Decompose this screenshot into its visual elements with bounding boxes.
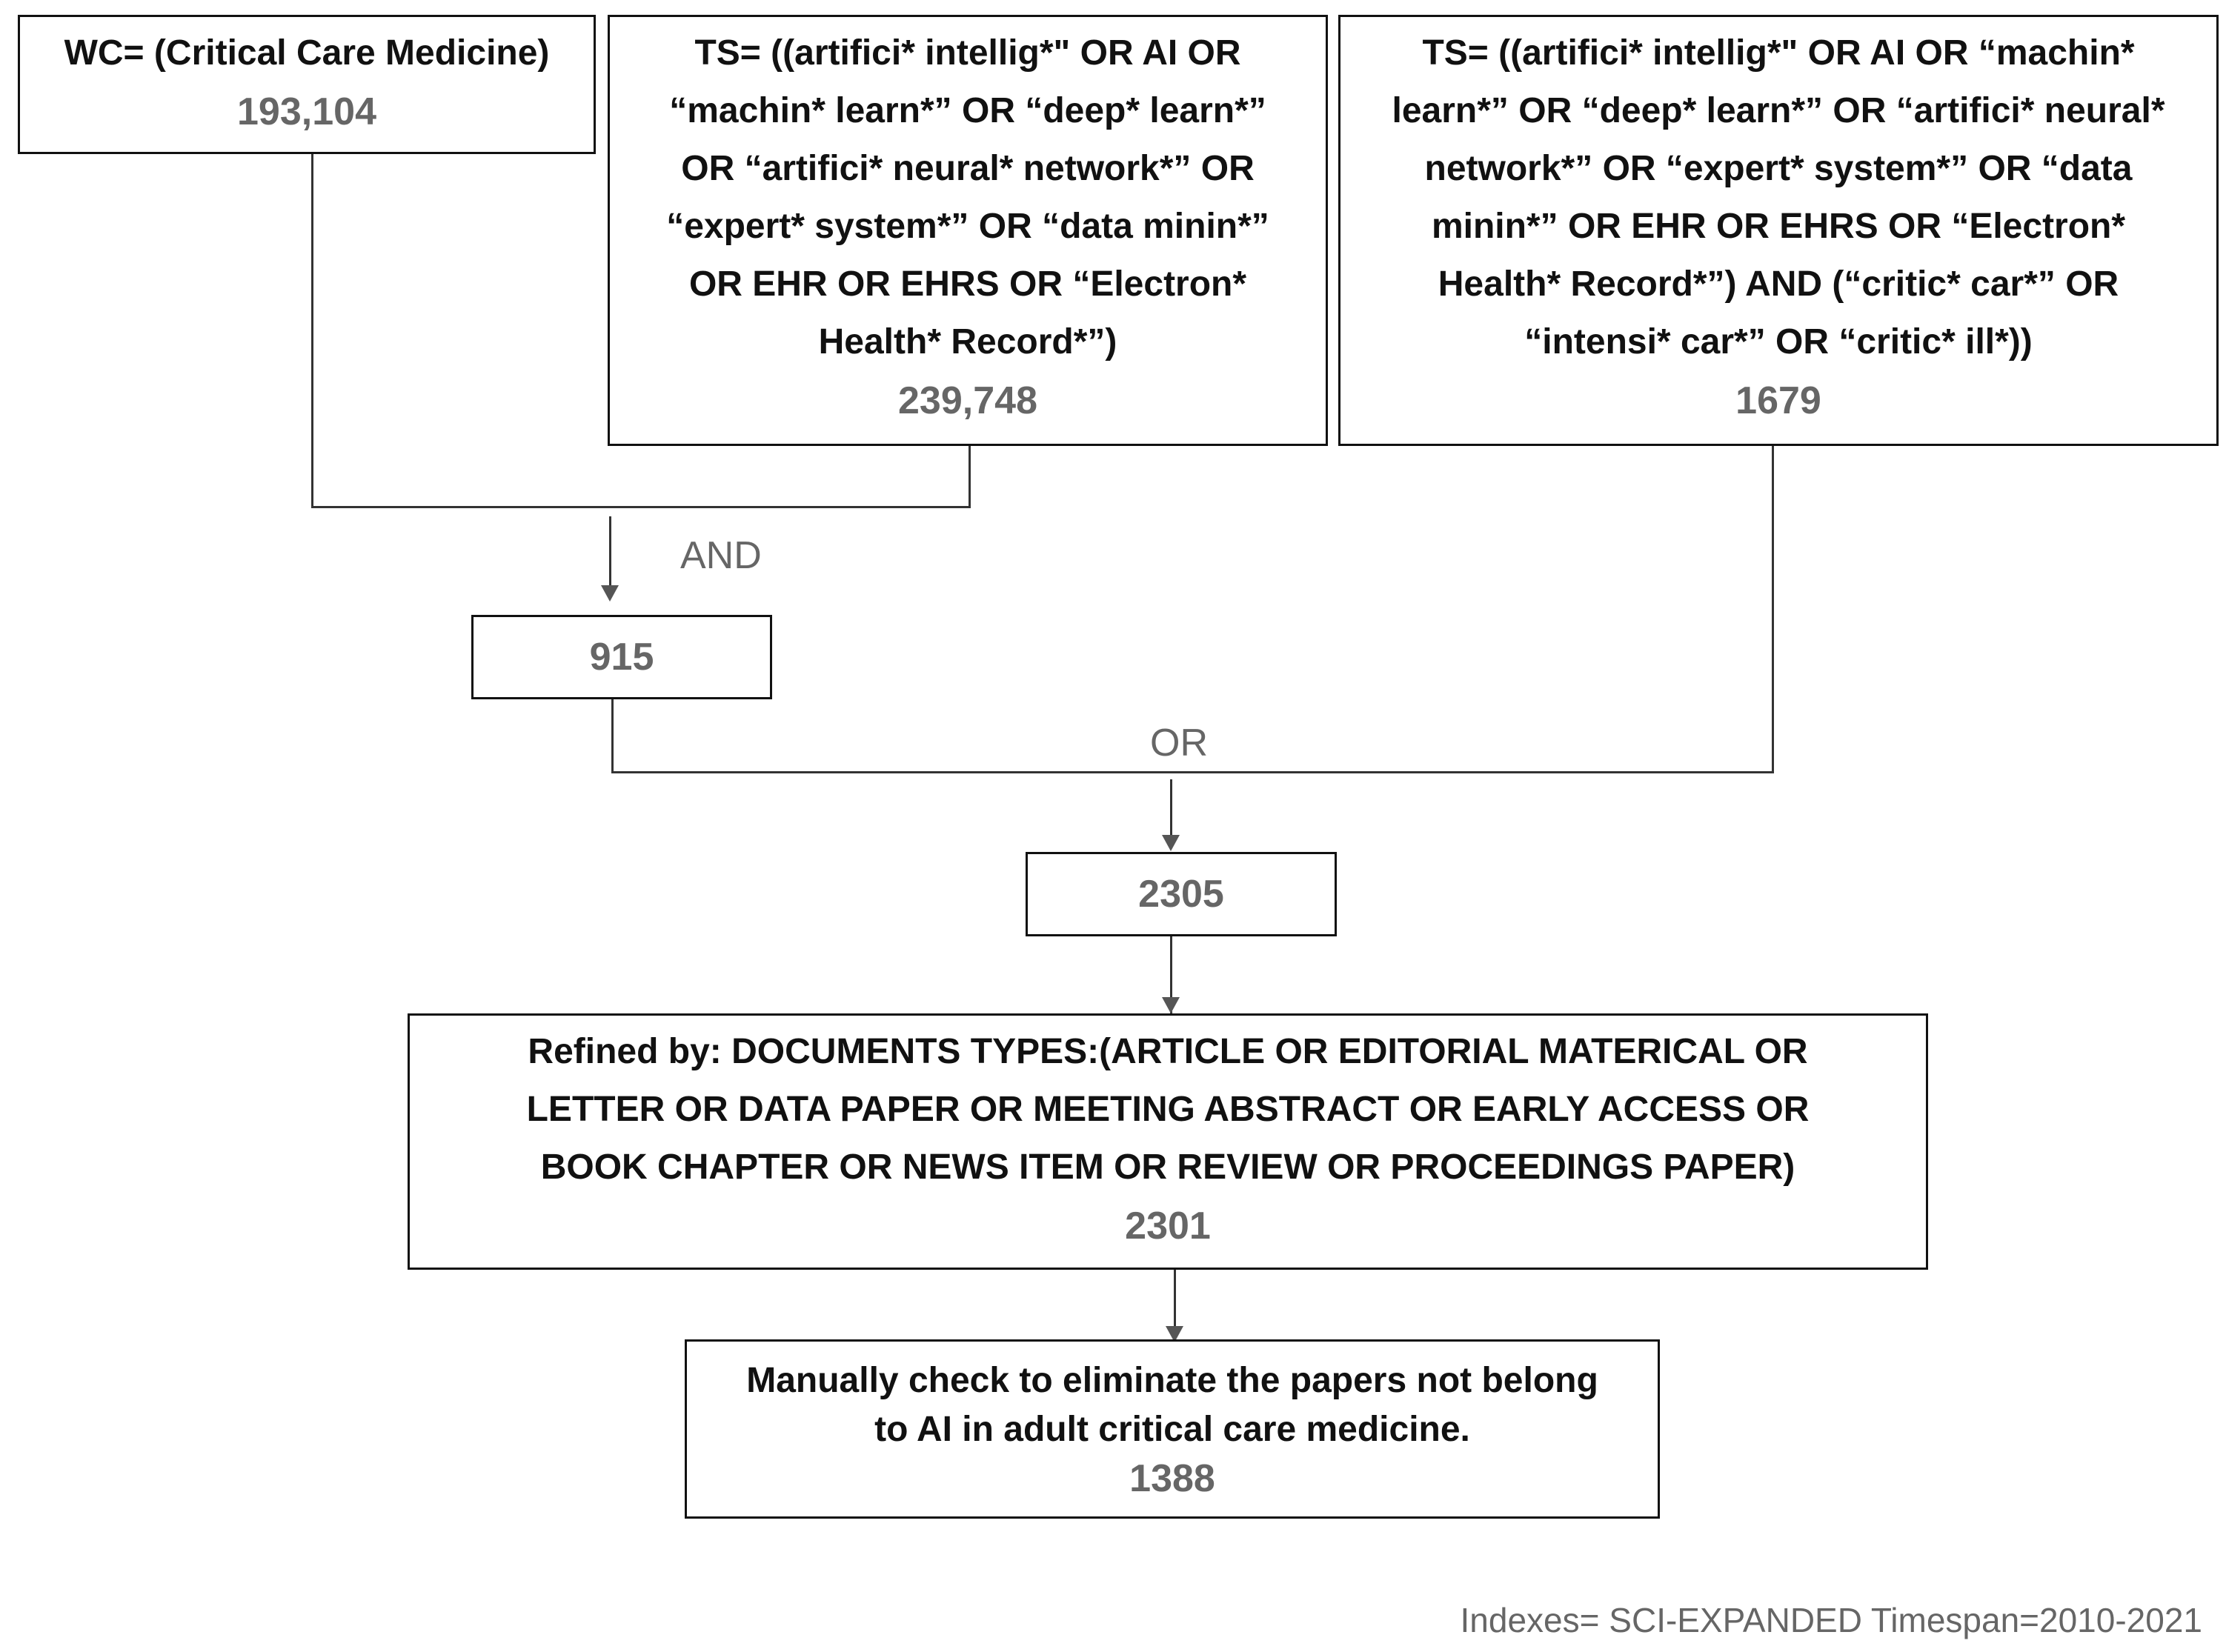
- or-result-count: 2305: [1138, 873, 1224, 916]
- or-arrow-head: [1162, 835, 1180, 851]
- manual-arrow-head: [1166, 1326, 1183, 1342]
- ts-query-line-2: “machin* learn*” OR “deep* learn*”: [669, 91, 1266, 130]
- manual-check-line-2: to AI in adult critical care medicine.: [874, 1410, 1470, 1449]
- ts-critical-query-line-3: network*” OR “expert* system*” OR “data: [1424, 149, 2133, 188]
- ts-critical-query-line-2: learn*” OR “deep* learn*” OR “artifici* …: [1392, 91, 2165, 130]
- or-arrow-shaft: [1170, 779, 1172, 836]
- refine-arrow-shaft: [1170, 936, 1172, 1013]
- ts-down-connector: [969, 446, 971, 508]
- ts-critical-count: 1679: [1735, 379, 1821, 422]
- wc-query-box: WC= (Critical Care Medicine) 193,104: [18, 15, 596, 154]
- ts-query-line-6: Health* Record*”): [818, 322, 1117, 362]
- refined-line-1: Refined by: DOCUMENTS TYPES:(ARTICLE OR …: [528, 1032, 1808, 1071]
- refined-by-box: Refined by: DOCUMENTS TYPES:(ARTICLE OR …: [408, 1013, 1928, 1270]
- and-result-box: 915: [471, 615, 772, 699]
- refined-count: 2301: [1125, 1205, 1211, 1248]
- ts-query-box: TS= ((artifici* intellig*" OR AI OR “mac…: [608, 15, 1328, 446]
- or-result-box: 2305: [1026, 852, 1337, 936]
- refine-arrow-head: [1162, 997, 1180, 1013]
- ts-critical-down-connector: [1772, 446, 1774, 773]
- wc-query-text: WC= (Critical Care Medicine): [64, 33, 550, 73]
- manual-check-line-1: Manually check to eliminate the papers n…: [746, 1361, 1598, 1400]
- ts-query-line-5: OR EHR OR EHRS OR “Electron*: [688, 264, 1247, 304]
- or-operator-label: OR: [1150, 722, 1208, 765]
- ts-critical-care-query-box: TS= ((artifici* intellig*" OR AI OR “mac…: [1338, 15, 2219, 446]
- and-arrow-shaft: [609, 516, 611, 586]
- ts-critical-query-line-1: TS= ((artifici* intellig*" OR AI OR “mac…: [1422, 33, 2135, 73]
- and-result-count: 915: [589, 636, 654, 679]
- wc-count: 193,104: [237, 90, 376, 133]
- ts-query-line-4: “expert* system*” OR “data minin*”: [666, 207, 1269, 246]
- manual-check-box: Manually check to eliminate the papers n…: [685, 1339, 1660, 1519]
- and-arrow-head: [601, 585, 619, 602]
- manual-arrow-shaft: [1174, 1270, 1176, 1339]
- and-join-connector: [311, 506, 971, 508]
- ts-critical-query-line-5: Health* Record*”) AND (“critic* car*” OR: [1438, 264, 2119, 304]
- ts-query-line-1: TS= ((artifici* intellig*" OR AI OR: [694, 33, 1241, 73]
- or-join-connector: [611, 771, 1774, 773]
- indexes-footnote: Indexes= SCI-EXPANDED Timespan=2010-2021: [1460, 1601, 2202, 1639]
- and-result-down-connector: [611, 699, 614, 773]
- refined-line-2: LETTER OR DATA PAPER OR MEETING ABSTRACT…: [526, 1090, 1810, 1129]
- manual-check-count: 1388: [1129, 1457, 1215, 1500]
- and-operator-label: AND: [680, 534, 762, 577]
- ts-critical-query-line-4: minin*” OR EHR OR EHRS OR “Electron*: [1431, 207, 2126, 246]
- ts-count: 239,748: [898, 379, 1037, 422]
- ts-critical-query-line-6: “intensi* car*” OR “critic* ill*)): [1524, 322, 2033, 362]
- wc-down-connector: [311, 154, 313, 508]
- ts-query-line-3: OR “artifici* neural* network*” OR: [681, 149, 1255, 188]
- refined-line-3: BOOK CHAPTER OR NEWS ITEM OR REVIEW OR P…: [540, 1148, 1795, 1187]
